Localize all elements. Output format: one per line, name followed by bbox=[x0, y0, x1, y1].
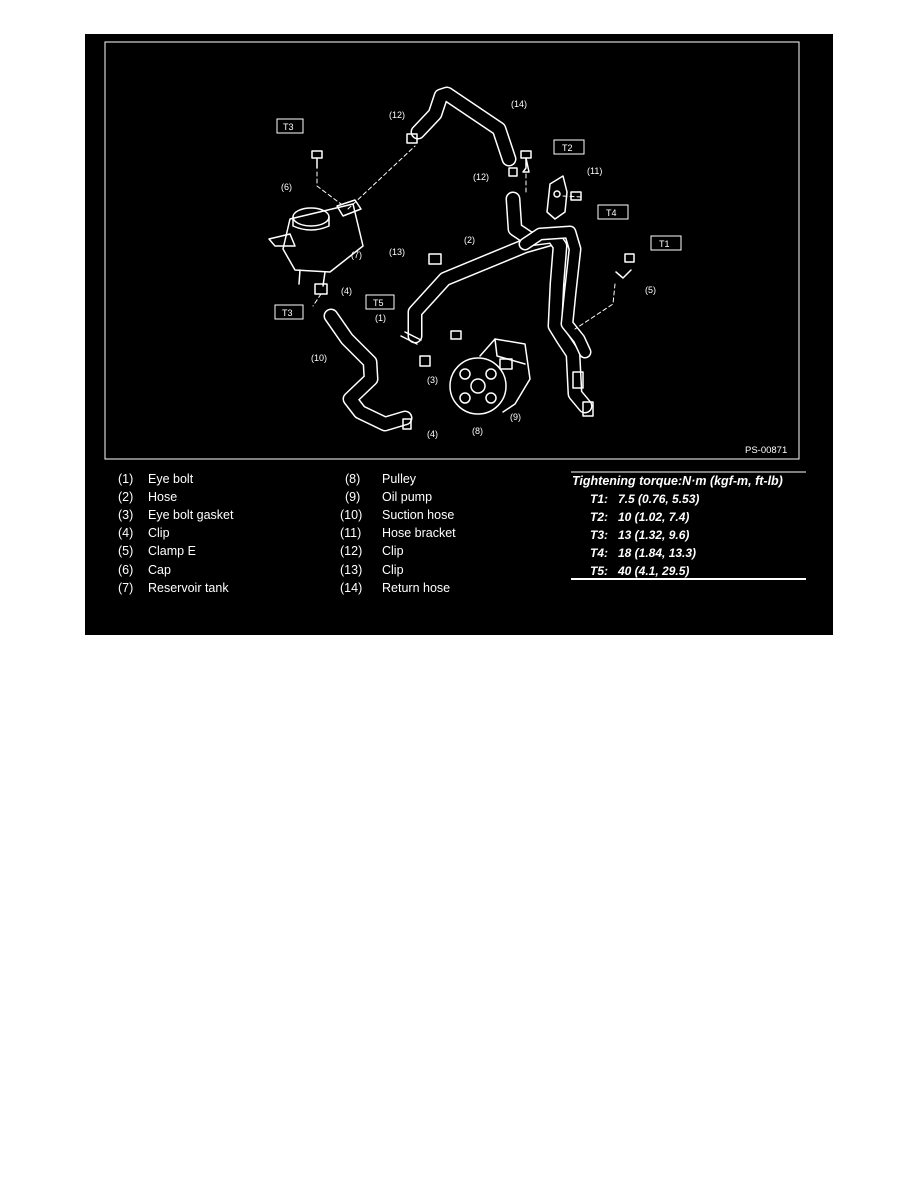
legend-name: Eye bolt bbox=[148, 472, 194, 486]
callout-4-top: (4) bbox=[341, 286, 352, 296]
legend-num: (8) bbox=[345, 472, 361, 486]
torque-value: 7.5 (0.76, 5.53) bbox=[618, 492, 700, 506]
callout-14: (14) bbox=[511, 99, 527, 109]
callout-8: (8) bbox=[472, 426, 483, 436]
torque-tag-box-t2 bbox=[553, 139, 585, 155]
legend-name: Return hose bbox=[382, 581, 451, 595]
legend-name: Oil pump bbox=[382, 490, 433, 504]
torque-tag-t3-top: T3 bbox=[283, 122, 294, 132]
reservoir-tank-7 bbox=[268, 203, 364, 287]
legend-num: (1) bbox=[118, 472, 134, 486]
torque-tag-box-t1 bbox=[650, 235, 682, 251]
torque-tag-box-t3-bottom bbox=[274, 304, 304, 320]
torque-tag-t1: T1 bbox=[659, 239, 670, 249]
torque-tag-box-t5 bbox=[365, 294, 395, 310]
return-hose-14 bbox=[410, 86, 517, 167]
torque-tag: T1: bbox=[590, 492, 608, 506]
callout-12-mid: (12) bbox=[473, 172, 489, 182]
legend-num: (4) bbox=[118, 526, 134, 540]
legend-name: Reservoir tank bbox=[148, 581, 229, 595]
callout-7: (7) bbox=[351, 250, 362, 260]
legend-num: (12) bbox=[340, 544, 363, 558]
leader-lines bbox=[312, 145, 616, 330]
illustration-frame bbox=[104, 41, 800, 460]
torque-tag-box-t4 bbox=[597, 204, 629, 220]
cap-6 bbox=[292, 199, 362, 231]
torque-value: 40 (4.1, 29.5) bbox=[618, 564, 690, 578]
legend-name: Clip bbox=[382, 563, 404, 577]
callout-1: (1) bbox=[375, 313, 386, 323]
power-steering-diagram: (12) (14) (6) (7) (12) (11) (13) (2) (4)… bbox=[104, 41, 806, 580]
legend-num: (7) bbox=[118, 581, 134, 595]
legend-name: Clamp E bbox=[148, 544, 196, 558]
legend-name: Hose bracket bbox=[382, 526, 456, 540]
callout-6: (6) bbox=[281, 182, 292, 192]
torque-value: 10 (1.02, 7.4) bbox=[618, 510, 690, 524]
legend-num: (11) bbox=[340, 526, 362, 540]
legend-num: (10) bbox=[340, 508, 363, 522]
pulley-8 bbox=[449, 357, 507, 415]
legend-num: (3) bbox=[118, 508, 134, 522]
torque-tag-t5: T5 bbox=[373, 298, 384, 308]
torque-table-title: Tightening torque:N·m (kgf-m, ft-lb) bbox=[572, 474, 783, 488]
fasteners bbox=[311, 133, 635, 430]
callout-10: (10) bbox=[311, 353, 327, 363]
legend-num: (13) bbox=[340, 563, 363, 577]
legend-name: Eye bolt gasket bbox=[148, 508, 234, 522]
callout-12-top: (12) bbox=[389, 110, 405, 120]
legend-name: Clip bbox=[148, 526, 170, 540]
torque-tag: T3: bbox=[590, 528, 608, 542]
torque-tag: T2: bbox=[590, 510, 608, 524]
callout-11: (11) bbox=[587, 166, 602, 176]
hose-2 bbox=[407, 191, 593, 414]
suction-hose-10 bbox=[323, 308, 413, 432]
torque-tag-box-t3-top bbox=[276, 118, 304, 134]
figure-id: PS-00871 bbox=[745, 445, 787, 456]
legend-name: Hose bbox=[148, 490, 178, 504]
legend-num: (9) bbox=[345, 490, 361, 504]
legend-name: Pulley bbox=[382, 472, 417, 486]
callout-2: (2) bbox=[464, 235, 475, 245]
legend-num: (2) bbox=[118, 490, 134, 504]
torque-tag-t3-bottom: T3 bbox=[282, 308, 293, 318]
legend-name: Clip bbox=[382, 544, 404, 558]
callout-4-bottom: (4) bbox=[427, 429, 438, 439]
torque-tag: T4: bbox=[590, 546, 608, 560]
torque-value: 18 (1.84, 13.3) bbox=[618, 546, 697, 560]
legend-num: (5) bbox=[118, 544, 134, 558]
callout-9: (9) bbox=[510, 412, 521, 422]
torque-value: 13 (1.32, 9.6) bbox=[618, 528, 690, 542]
legend-name: Suction hose bbox=[382, 508, 455, 522]
torque-tag-t2: T2 bbox=[562, 143, 573, 153]
legend-num: (14) bbox=[340, 581, 363, 595]
legend-name: Cap bbox=[148, 563, 171, 577]
hose-bracket-11 bbox=[546, 175, 568, 220]
diagram-panel: (12) (14) (6) (7) (12) (11) (13) (2) (4)… bbox=[85, 34, 833, 635]
torque-tag-t4: T4 bbox=[606, 208, 617, 218]
callout-3: (3) bbox=[427, 375, 438, 385]
oil-pump-9 bbox=[479, 338, 531, 413]
callout-13: (13) bbox=[389, 247, 405, 257]
callout-5: (5) bbox=[645, 285, 656, 295]
legend-num: (6) bbox=[118, 563, 134, 577]
torque-tag: T5: bbox=[590, 564, 608, 578]
